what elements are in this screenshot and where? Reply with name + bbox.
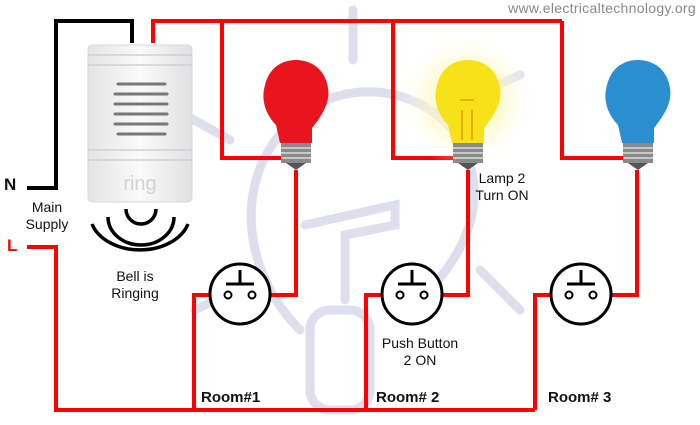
push-button-label-line1: Push Button	[381, 335, 459, 351]
room-2-label: Room# 2	[376, 389, 440, 406]
push-button-label-line2: 2 ON	[403, 352, 437, 368]
room-3-label: Room# 3	[548, 389, 612, 406]
lamp-2-status-line1: Lamp 2	[478, 170, 526, 186]
neutral-wire	[27, 19, 134, 190]
lamp-1-red	[263, 60, 329, 170]
lamp-2-status-label: Lamp 2 Turn ON	[470, 170, 534, 204]
push-button-3	[549, 262, 613, 326]
bell-status-line1: Bell is	[116, 268, 154, 284]
main-supply-line2: Supply	[25, 216, 69, 232]
doorbell-chime: ring	[87, 44, 193, 203]
lamp-2-yellow-lit	[399, 32, 535, 170]
watermark-url: www.electricaltechnology.org	[508, 0, 696, 16]
bell-status-line2: Ringing	[111, 285, 159, 301]
main-supply-label: Main Supply	[22, 199, 72, 233]
main-supply-line1: Main	[31, 199, 63, 215]
room-1-label: Room#1	[201, 389, 261, 406]
push-button-1	[208, 262, 272, 326]
push-button-2-label: Push Button 2 ON	[375, 335, 465, 369]
lamp-2-status-line2: Turn ON	[475, 187, 529, 203]
push-button-2	[380, 262, 444, 326]
live-label: L	[7, 236, 18, 255]
bell-status-label: Bell is Ringing	[100, 268, 170, 302]
sound-waves-icon	[90, 208, 190, 252]
lamp-3-blue	[605, 60, 671, 170]
bell-brand-logo: ring	[123, 173, 156, 195]
neutral-label: N	[4, 175, 17, 194]
